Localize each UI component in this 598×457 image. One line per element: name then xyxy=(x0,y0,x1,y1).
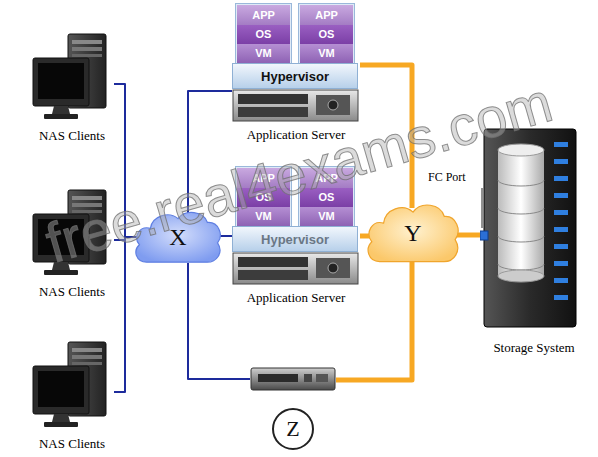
storage-system: Storage System xyxy=(480,128,588,356)
computer-icon xyxy=(30,340,114,432)
vm-layer: APP xyxy=(237,5,290,25)
hypervisor-label: Hypervisor xyxy=(261,69,329,84)
status-light xyxy=(554,261,568,266)
status-light xyxy=(554,142,568,147)
network-device xyxy=(250,364,336,394)
status-light xyxy=(554,176,568,181)
application-server: APPOSVMAPPOSVMHypervisorApplication Serv… xyxy=(232,3,360,143)
fc-link xyxy=(360,234,370,239)
vm-layer: OS xyxy=(300,25,353,44)
vm-layer: VM xyxy=(300,44,353,63)
computer-icon xyxy=(30,32,114,124)
vm-layer: VM xyxy=(300,207,353,226)
node-label: NAS Clients xyxy=(30,284,114,300)
network-device-z: Z xyxy=(250,364,336,450)
status-light xyxy=(554,278,568,283)
hypervisor-bar: Hypervisor xyxy=(232,63,358,89)
status-light xyxy=(554,227,568,232)
nas-client: NAS Clients xyxy=(30,340,114,452)
server-chassis xyxy=(232,89,360,123)
status-light xyxy=(554,244,568,249)
fc-link xyxy=(456,233,480,238)
port-label: FC Port xyxy=(428,170,466,185)
network-cloud: Y xyxy=(364,200,462,266)
status-light xyxy=(554,295,568,300)
vm-layer: VM xyxy=(237,44,290,63)
hypervisor-label: Hypervisor xyxy=(261,232,329,247)
status-light xyxy=(554,193,568,198)
node-label: NAS Clients xyxy=(30,128,114,144)
server-chassis xyxy=(232,252,360,286)
cloud-letter: Y xyxy=(404,220,421,247)
virtual-machine: APPOSVM xyxy=(235,3,292,65)
callout-circle: Z xyxy=(272,408,314,450)
status-light xyxy=(554,210,568,215)
storage-cabinet xyxy=(480,128,580,328)
status-light xyxy=(554,159,568,164)
node-label: Application Server xyxy=(232,290,360,306)
vm-layer: OS xyxy=(237,25,290,44)
lan-link xyxy=(114,237,137,392)
node-label: Storage System xyxy=(480,340,588,356)
vm-layer: APP xyxy=(300,5,353,25)
virtual-machine: APPOSVM xyxy=(298,3,355,65)
nas-client: NAS Clients xyxy=(30,32,114,144)
fc-port xyxy=(480,231,488,240)
node-label: NAS Clients xyxy=(30,436,114,452)
leader-line xyxy=(482,188,483,228)
hypervisor-bar: Hypervisor xyxy=(232,226,358,252)
